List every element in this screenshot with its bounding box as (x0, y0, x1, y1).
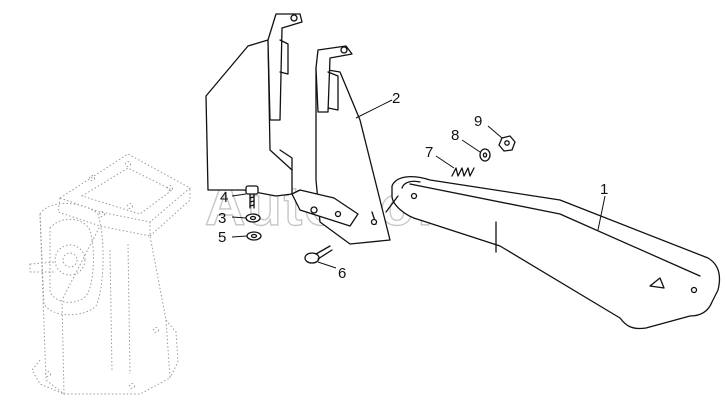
part-8-washer: 8 (451, 127, 491, 162)
callout-2: 2 (392, 90, 400, 107)
part-3-washer: 3 (218, 210, 261, 227)
gearbox-housing (29, 153, 191, 395)
part-6-carriage-bolt: 6 (304, 245, 346, 282)
callout-9: 9 (474, 113, 482, 130)
callout-7: 7 (425, 144, 433, 161)
callout-8: 8 (451, 127, 459, 144)
callout-6: 6 (338, 265, 346, 282)
callout-3: 3 (218, 210, 226, 227)
part-9-nut: 9 (474, 113, 516, 152)
part-7-spring: 7 (425, 144, 475, 177)
part-2-bracket: 2 (205, 13, 400, 245)
part-1-arm: 1 (385, 175, 721, 330)
callout-1: 1 (600, 181, 608, 198)
part-5-lock-washer: 5 (218, 229, 262, 246)
part-4-bolt: 4 (220, 185, 259, 209)
callout-5: 5 (218, 229, 226, 246)
callout-4: 4 (220, 189, 228, 206)
